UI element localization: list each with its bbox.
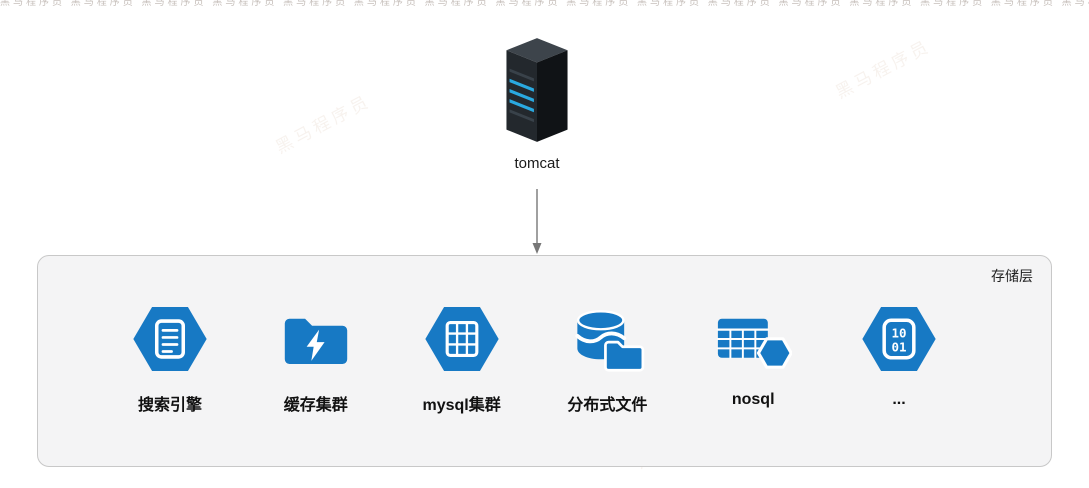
storage-item-cache-cluster: 缓存集群: [256, 300, 376, 415]
cache-cluster-icon: [284, 318, 347, 364]
tomcat-server: tomcat: [491, 34, 583, 172]
storage-item-mysql-cluster: mysql集群: [402, 300, 522, 415]
watermark: 黑马程序员: [832, 36, 935, 103]
storage-items-row: 搜索引擎 缓存集群 mysql集群: [110, 300, 959, 415]
storage-item-label: 缓存集群: [283, 397, 348, 414]
tomcat-label: tomcat: [514, 155, 560, 172]
storage-item-label: mysql集群: [422, 397, 501, 414]
nosql-icon: [716, 318, 793, 369]
binary-text-line1: 10: [891, 325, 906, 340]
storage-item-label: 搜索引擎: [137, 397, 202, 414]
storage-item-label: ...: [892, 391, 906, 408]
watermark: 黑马程序员: [272, 91, 375, 158]
watermark-strip: 黑马程序员 黑马程序员 黑马程序员 黑马程序员 黑马程序员 黑马程序员 黑马程序…: [0, 0, 1089, 8]
arrow-down-icon: [532, 189, 542, 254]
mysql-cluster-icon: [424, 307, 499, 371]
storage-item-more: 10 01 ...: [839, 300, 959, 409]
storage-item-distributed-file: 分布式文件: [547, 300, 667, 415]
binary-text-line2: 01: [891, 339, 906, 354]
storage-layer-title: 存储层: [991, 268, 1033, 284]
storage-item-label: 分布式文件: [567, 397, 648, 414]
storage-item-search-engine: 搜索引擎: [110, 300, 230, 415]
binary-hexagon-icon: 10 01: [862, 307, 936, 371]
distributed-file-icon: [575, 310, 645, 372]
arrow-down: [531, 189, 543, 260]
storage-layer-box: 存储层 搜索引擎 缓存集群: [37, 255, 1052, 467]
server-tower-icon: [506, 38, 568, 142]
storage-item-nosql: nosql: [693, 300, 813, 409]
storage-item-label: nosql: [731, 391, 775, 408]
search-engine-icon: [133, 307, 207, 371]
